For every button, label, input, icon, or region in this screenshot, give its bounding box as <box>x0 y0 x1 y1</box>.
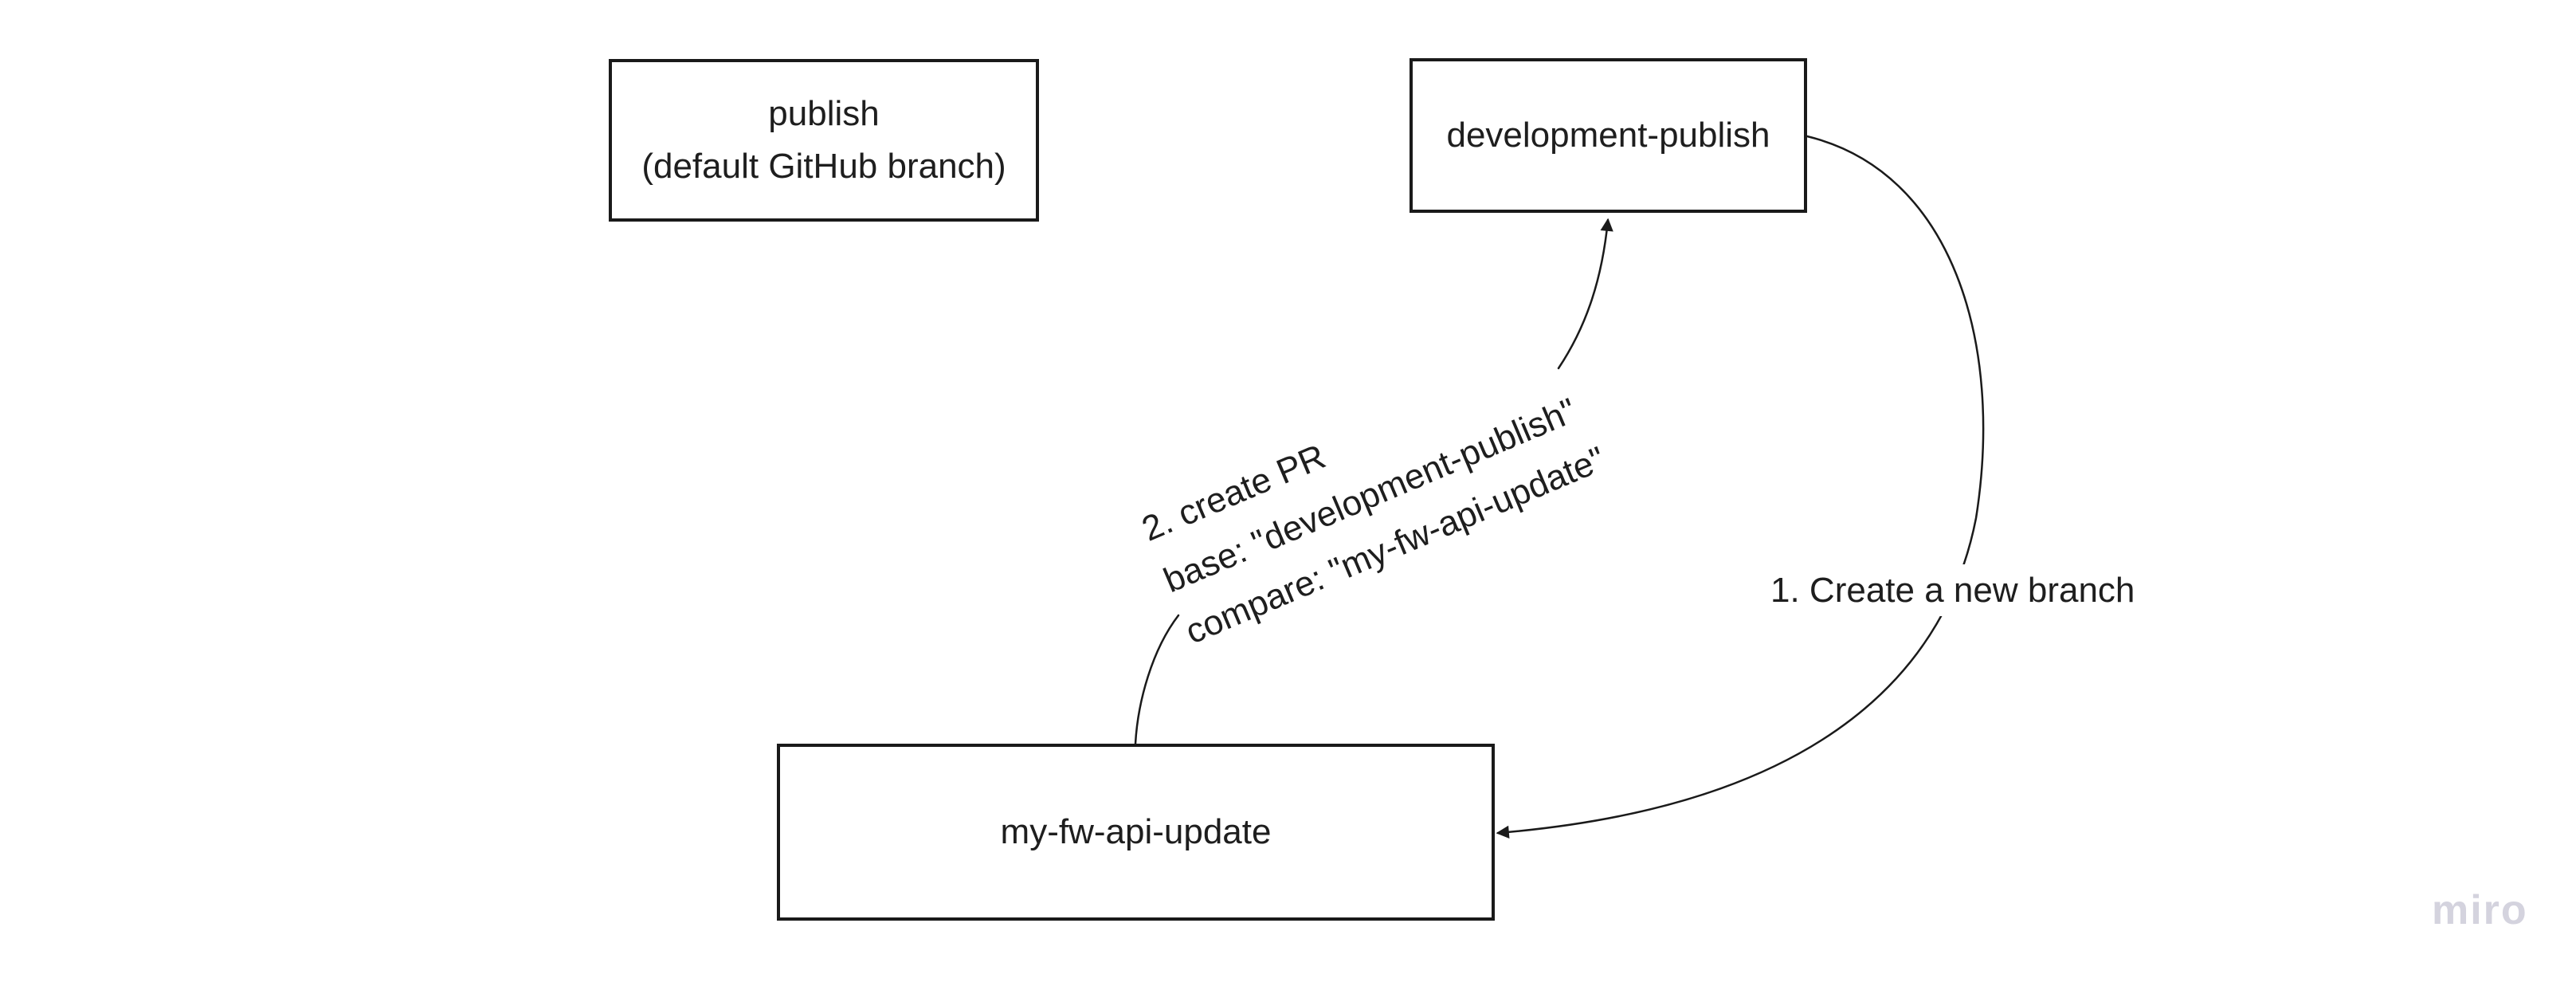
miro-watermark: miro <box>2432 887 2528 933</box>
node-development-publish[interactable]: development-publish <box>1410 58 1807 213</box>
connector-create-branch[interactable] <box>1496 135 1985 839</box>
node-publish-label: publish (default GitHub branch) <box>641 94 1006 186</box>
node-development-publish-label: development-publish <box>1446 116 1770 155</box>
connector-create-branch-label[interactable]: 1. Create a new branch <box>1762 564 2143 616</box>
connector-create-pr-tail[interactable] <box>1134 614 1180 745</box>
node-publish[interactable]: publish (default GitHub branch) <box>609 59 1039 222</box>
connector-create-pr-head[interactable] <box>1557 218 1613 370</box>
node-my-fw-api-update[interactable]: my-fw-api-update <box>777 744 1495 921</box>
connector-create-pr[interactable] <box>1134 218 1613 745</box>
node-my-fw-api-update-label: my-fw-api-update <box>1000 812 1272 851</box>
connector-create-branch-path[interactable] <box>1496 135 1985 839</box>
